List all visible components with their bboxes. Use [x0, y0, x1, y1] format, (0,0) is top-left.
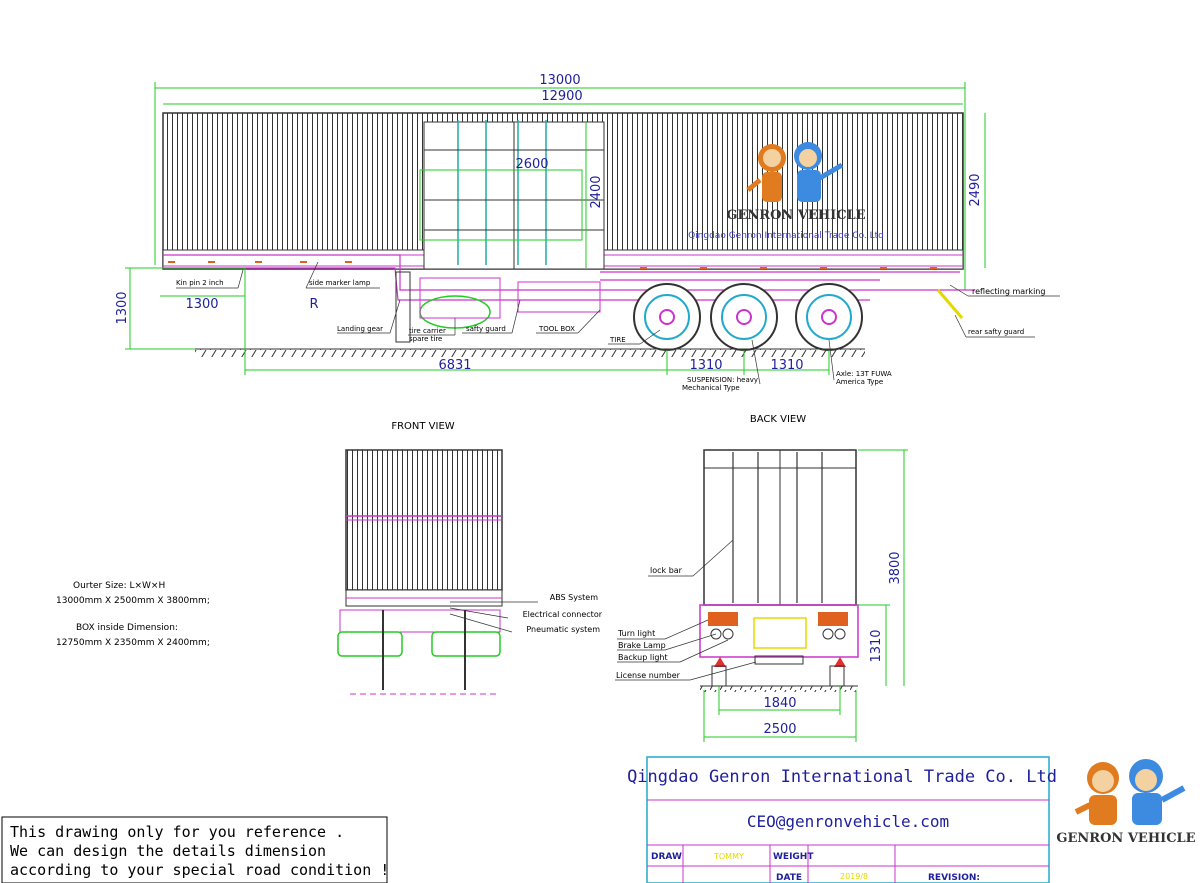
label-backup-light: Backup light: [618, 653, 668, 662]
tb-brand: GENRON VEHICLE: [1056, 831, 1195, 846]
back-view: BACK VIEW 3800 1310: [615, 414, 908, 742]
label-tool-box: TOOL BOX: [538, 325, 575, 333]
back-view-title: BACK VIEW: [750, 414, 806, 425]
dim-1310-a: 1310: [689, 358, 722, 373]
tb-date-value: 2019/8: [840, 872, 868, 881]
dim-radius: R: [309, 297, 318, 312]
dim-2400: 2400: [589, 175, 604, 208]
label-reflecting: reflecting marking: [972, 287, 1045, 296]
label-rear-guard: rear safty guard: [968, 328, 1024, 336]
label-safety-guard: safty guard: [466, 325, 506, 333]
label-pneumatic: Pneumatic system: [526, 625, 600, 634]
label-landing-gear: Landing gear: [337, 325, 383, 333]
label-suspension-1: SUSPENSION: heavy: [687, 376, 758, 384]
side-logo-company: Qingdao Genron International Trade Co. L…: [688, 231, 884, 241]
side-logo: [746, 142, 844, 202]
spec-inner-title: BOX inside Dimension:: [76, 623, 178, 633]
tb-date-label: DATE: [776, 873, 802, 883]
note-line-3: according to your special road condition…: [10, 861, 389, 879]
spec-inner-value: 12750mm X 2350mm X 2400mm;: [56, 638, 210, 648]
tb-weight-label: WEIGHT: [773, 852, 814, 862]
label-abs: ABS System: [550, 593, 598, 602]
brand-logo: [1074, 759, 1186, 825]
dim-1840: 1840: [763, 696, 796, 711]
note-line-1: This drawing only for you reference .: [10, 823, 344, 841]
front-view: FRONT VIEW ABS System Electrical connect…: [337, 421, 603, 695]
label-kingpin: Kin pin 2 inch: [176, 279, 224, 287]
dim-1310-b: 1310: [770, 358, 803, 373]
dim-3800: 3800: [888, 551, 903, 584]
spec-outer-value: 13000mm X 2500mm X 3800mm;: [56, 596, 210, 606]
label-axle-2: America Type: [836, 378, 883, 386]
spec-outer-title: Ourter Size: L×W×H: [73, 581, 165, 591]
tb-email: CEO@genronvehicle.com: [747, 812, 949, 831]
reference-note: This drawing only for you reference . We…: [1, 816, 389, 883]
label-brake-lamp: Brake Lamp: [618, 641, 666, 650]
tb-revision-label: REVISION:: [928, 873, 980, 883]
dim-2490: 2490: [968, 173, 983, 206]
tb-draw-label: DRAW: [651, 852, 682, 862]
dim-12900: 12900: [541, 89, 582, 104]
label-axle-1: Axle: 13T FUWA: [836, 370, 892, 378]
side-view: 13000 12900 2600 2400 2490: [115, 73, 1060, 392]
label-tire: TIRE: [609, 336, 626, 344]
label-side-marker: side marker lamp: [309, 279, 371, 287]
label-lock-bar: lock bar: [650, 566, 683, 575]
dim-2500: 2500: [763, 722, 796, 737]
tb-company: Qingdao Genron International Trade Co. L…: [627, 767, 1057, 787]
dim-6831: 6831: [438, 358, 471, 373]
front-view-title: FRONT VIEW: [391, 421, 454, 432]
label-suspension-2: Mechanical Type: [682, 384, 740, 392]
dim-1300-horizontal: 1300: [185, 297, 218, 312]
dim-1310-back: 1310: [869, 629, 884, 662]
label-turn-light: Turn light: [617, 629, 655, 638]
tb-draw-value: TOMMY: [713, 852, 744, 861]
dim-2600: 2600: [515, 157, 548, 172]
label-tire-carrier: tire carrier: [409, 327, 446, 335]
label-spare-tire: spare tire: [409, 335, 442, 343]
note-line-2: We can design the details dimension: [10, 842, 326, 860]
dim-1300-vertical: 1300: [115, 291, 130, 324]
side-logo-brand: GENRON VEHICLE: [726, 208, 865, 223]
title-block: Qingdao Genron International Trade Co. L…: [627, 756, 1196, 883]
wheels: [633, 283, 863, 351]
label-license-number: License number: [616, 671, 681, 680]
size-specs: Ourter Size: L×W×H 13000mm X 2500mm X 38…: [56, 581, 210, 648]
label-electrical: Electrical connector: [523, 610, 603, 619]
dim-13000: 13000: [539, 73, 580, 88]
